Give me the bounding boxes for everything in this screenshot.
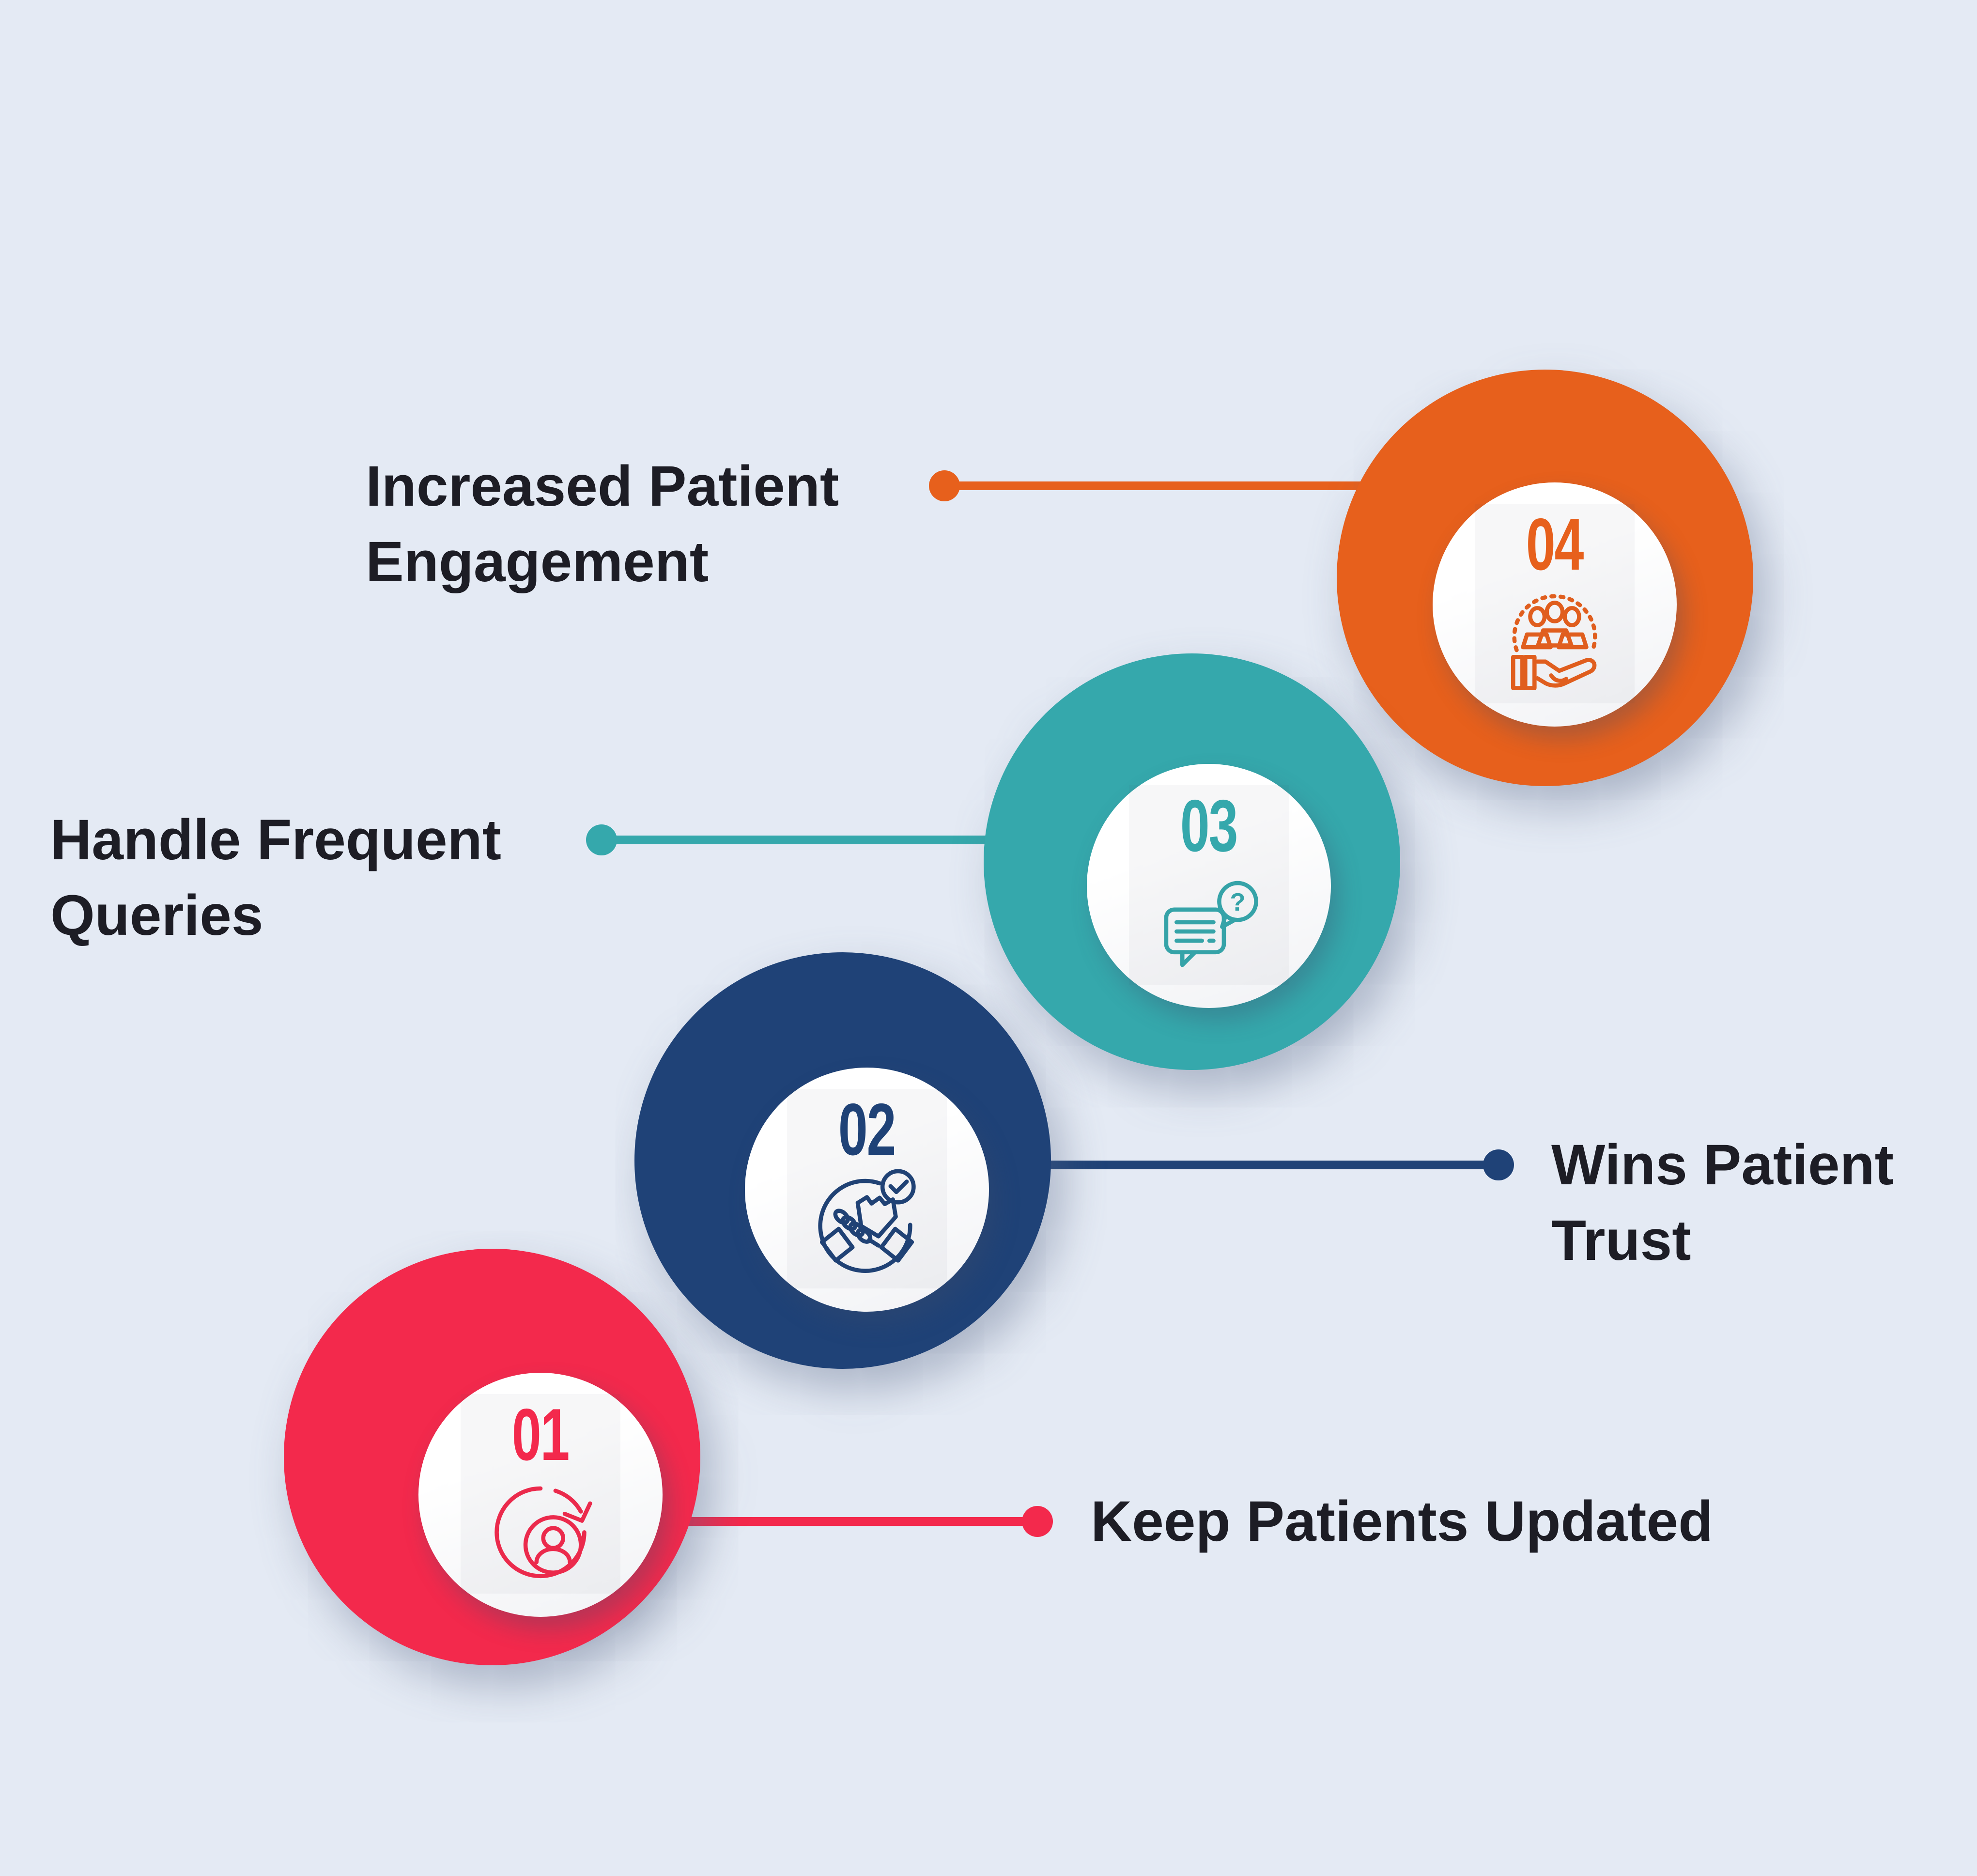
step-label: Keep Patients Updated xyxy=(1091,1489,1714,1553)
chat-question-icon: ? xyxy=(1164,881,1258,967)
icon-backdrop xyxy=(787,1089,947,1288)
connector-dot xyxy=(586,824,617,855)
step-inner-circle: 01 xyxy=(418,1373,663,1617)
step-inner-circle: 02 xyxy=(745,1068,989,1312)
svg-text:?: ? xyxy=(1230,888,1246,916)
icon-backdrop xyxy=(461,1394,620,1594)
step-number: 02 xyxy=(838,1088,896,1171)
user-refresh-icon xyxy=(494,1486,592,1579)
step-inner-circle: 03 ? xyxy=(1087,764,1331,1008)
connector-line xyxy=(602,836,1018,844)
step-inner-circle: 04 xyxy=(1433,482,1677,727)
step-label: Increased Patient Engagement xyxy=(366,454,839,594)
icon-backdrop xyxy=(1129,785,1289,985)
connector-dot xyxy=(929,470,960,501)
step-label: Wins Patient Trust xyxy=(1551,1133,1894,1272)
people-on-hand-icon xyxy=(1511,594,1597,690)
connector-dot xyxy=(1022,1506,1053,1537)
handshake-shield-icon xyxy=(818,1169,916,1273)
connector-dot xyxy=(1483,1149,1514,1180)
connector-line xyxy=(944,481,1361,490)
step-label: Handle Frequent Queries xyxy=(50,808,501,947)
connector-line xyxy=(668,1517,1037,1526)
step-number: 03 xyxy=(1180,785,1238,867)
step-number: 04 xyxy=(1526,503,1584,586)
connector-line xyxy=(1041,1161,1498,1169)
step-number: 01 xyxy=(512,1394,570,1476)
icon-backdrop xyxy=(1475,504,1635,703)
